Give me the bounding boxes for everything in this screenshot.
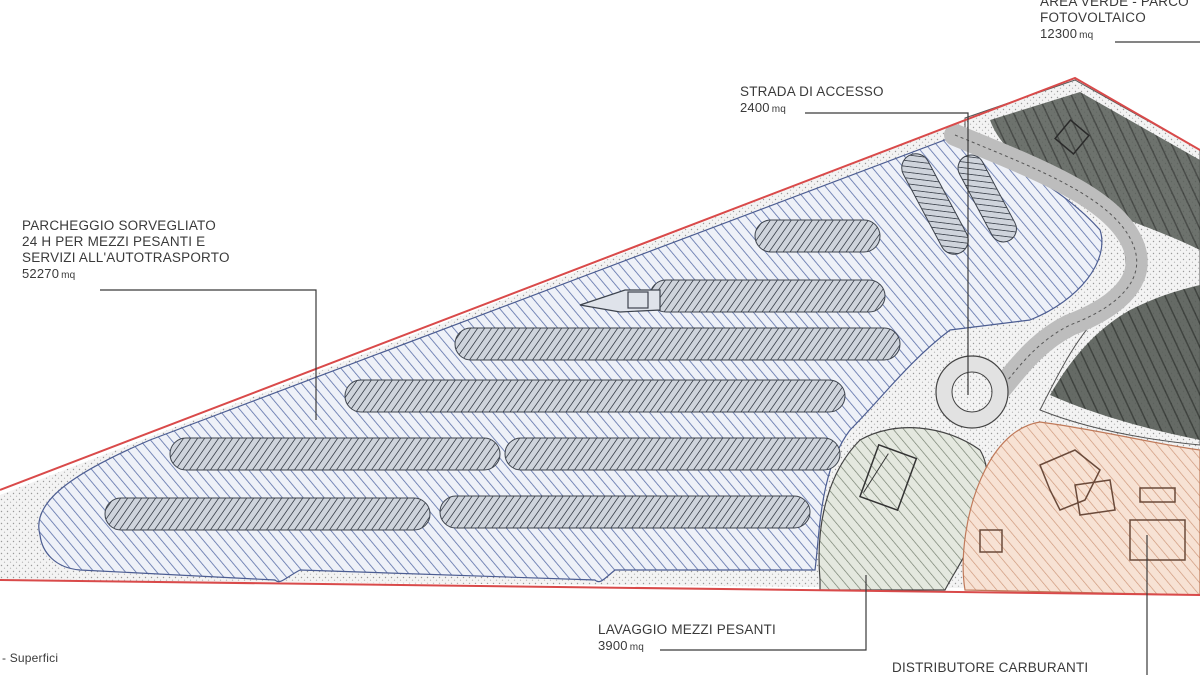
label-area-verde-unit: mq: [1079, 30, 1094, 41]
legend-superfici-line1: - Superfici: [2, 651, 59, 665]
label-parcheggio-line3: SERVIZI ALL'AUTOTRASPORTO: [22, 250, 230, 265]
label-parcheggio: PARCHEGGIO SORVEGLIATO 24 H PER MEZZI PE…: [22, 218, 230, 284]
truck-wash-area: [818, 427, 989, 591]
label-parcheggio-unit: mq: [61, 270, 76, 281]
label-lavaggio-line1: LAVAGGIO MEZZI PESANTI: [598, 622, 776, 637]
pv-panels-lower: [1050, 285, 1200, 440]
label-area-verde-value: 12300: [1040, 26, 1078, 41]
label-area-verde-line1: AREA VERDE - PARCO: [1040, 0, 1189, 9]
leader-lavaggio: [660, 575, 867, 651]
parking-kiosk: [579, 289, 661, 313]
label-lavaggio-value: 3900: [598, 638, 628, 653]
legend-superfici: - Superfici: [2, 650, 58, 666]
leader-parcheggio: [100, 289, 317, 420]
label-strada-unit: mq: [771, 104, 787, 115]
site-boundary: [0, 76, 1200, 491]
label-distributore: DISTRIBUTORE CARBURANTI: [892, 660, 1088, 676]
leader-lines: [100, 41, 1200, 675]
fuel-station-building: [979, 449, 1186, 561]
label-parcheggio-line1: PARCHEGGIO SORVEGLIATO: [22, 218, 216, 233]
label-distributore-line1: DISTRIBUTORE CARBURANTI: [892, 660, 1089, 675]
label-area-verde-line2: FOTOVOLTAICO: [1040, 10, 1146, 25]
parking-stall-rows: [104, 153, 1017, 531]
label-parcheggio-line2: 24 H PER MEZZI PESANTI E: [22, 234, 206, 249]
leader-strada: [805, 112, 969, 395]
label-strada-line1: STRADA DI ACCESSO: [740, 84, 884, 99]
label-lavaggio-unit: mq: [629, 642, 645, 653]
pv-panels-upper: [990, 92, 1200, 250]
label-parcheggio-value: 52270: [22, 266, 60, 281]
label-strada-value: 2400: [740, 100, 770, 115]
fuel-station-area: [962, 421, 1200, 596]
